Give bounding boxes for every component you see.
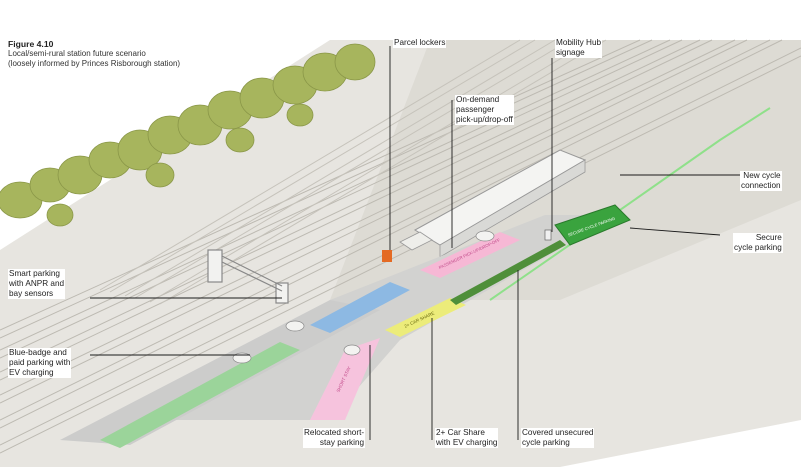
parked-cars: [232, 230, 495, 364]
tree-belt: [0, 43, 376, 227]
parcel-locker-unit: [382, 250, 392, 262]
station-shelter: [399, 231, 433, 251]
car-share-zone: [385, 298, 466, 337]
ev-bays: [100, 342, 300, 448]
short-stay-zone: [310, 338, 380, 420]
callout-lines: [90, 46, 740, 440]
pickup-zone: [420, 232, 520, 278]
figure-caption: Local/semi-rural station future scenario…: [8, 49, 181, 68]
label-mobility-hub-signage: Mobility Hub signage: [555, 38, 603, 58]
label-smart-parking: Smart parking with ANPR and bay sensors: [8, 269, 66, 299]
label-blue-badge: Blue-badge and paid parking with EV char…: [8, 348, 72, 378]
label-covered-unsecured: Covered unsecured cycle parking: [521, 428, 595, 448]
figure-number: Figure 4.10: [8, 39, 54, 49]
car-park: [60, 300, 380, 445]
label-secure-cycle-parking: Secure cycle parking: [733, 233, 783, 253]
secure-cycle-shelter: [554, 204, 631, 246]
mobility-hub-sign: [544, 229, 552, 241]
label-on-demand: On-demand passenger pick-up/drop-off: [455, 95, 514, 125]
station-canopy-side: [439, 159, 586, 258]
label-relocated-short-stay: Relocated short- stay parking: [303, 428, 366, 448]
blue-badge-bays: [310, 282, 410, 333]
label-new-cycle-connection: New cycle connection: [740, 171, 782, 191]
covered-cycle-parking: [450, 240, 566, 305]
label-car-share: 2+ Car Share with EV charging: [435, 428, 499, 448]
label-parcel-lockers: Parcel lockers: [393, 38, 447, 48]
upper-rails: [99, 39, 607, 305]
